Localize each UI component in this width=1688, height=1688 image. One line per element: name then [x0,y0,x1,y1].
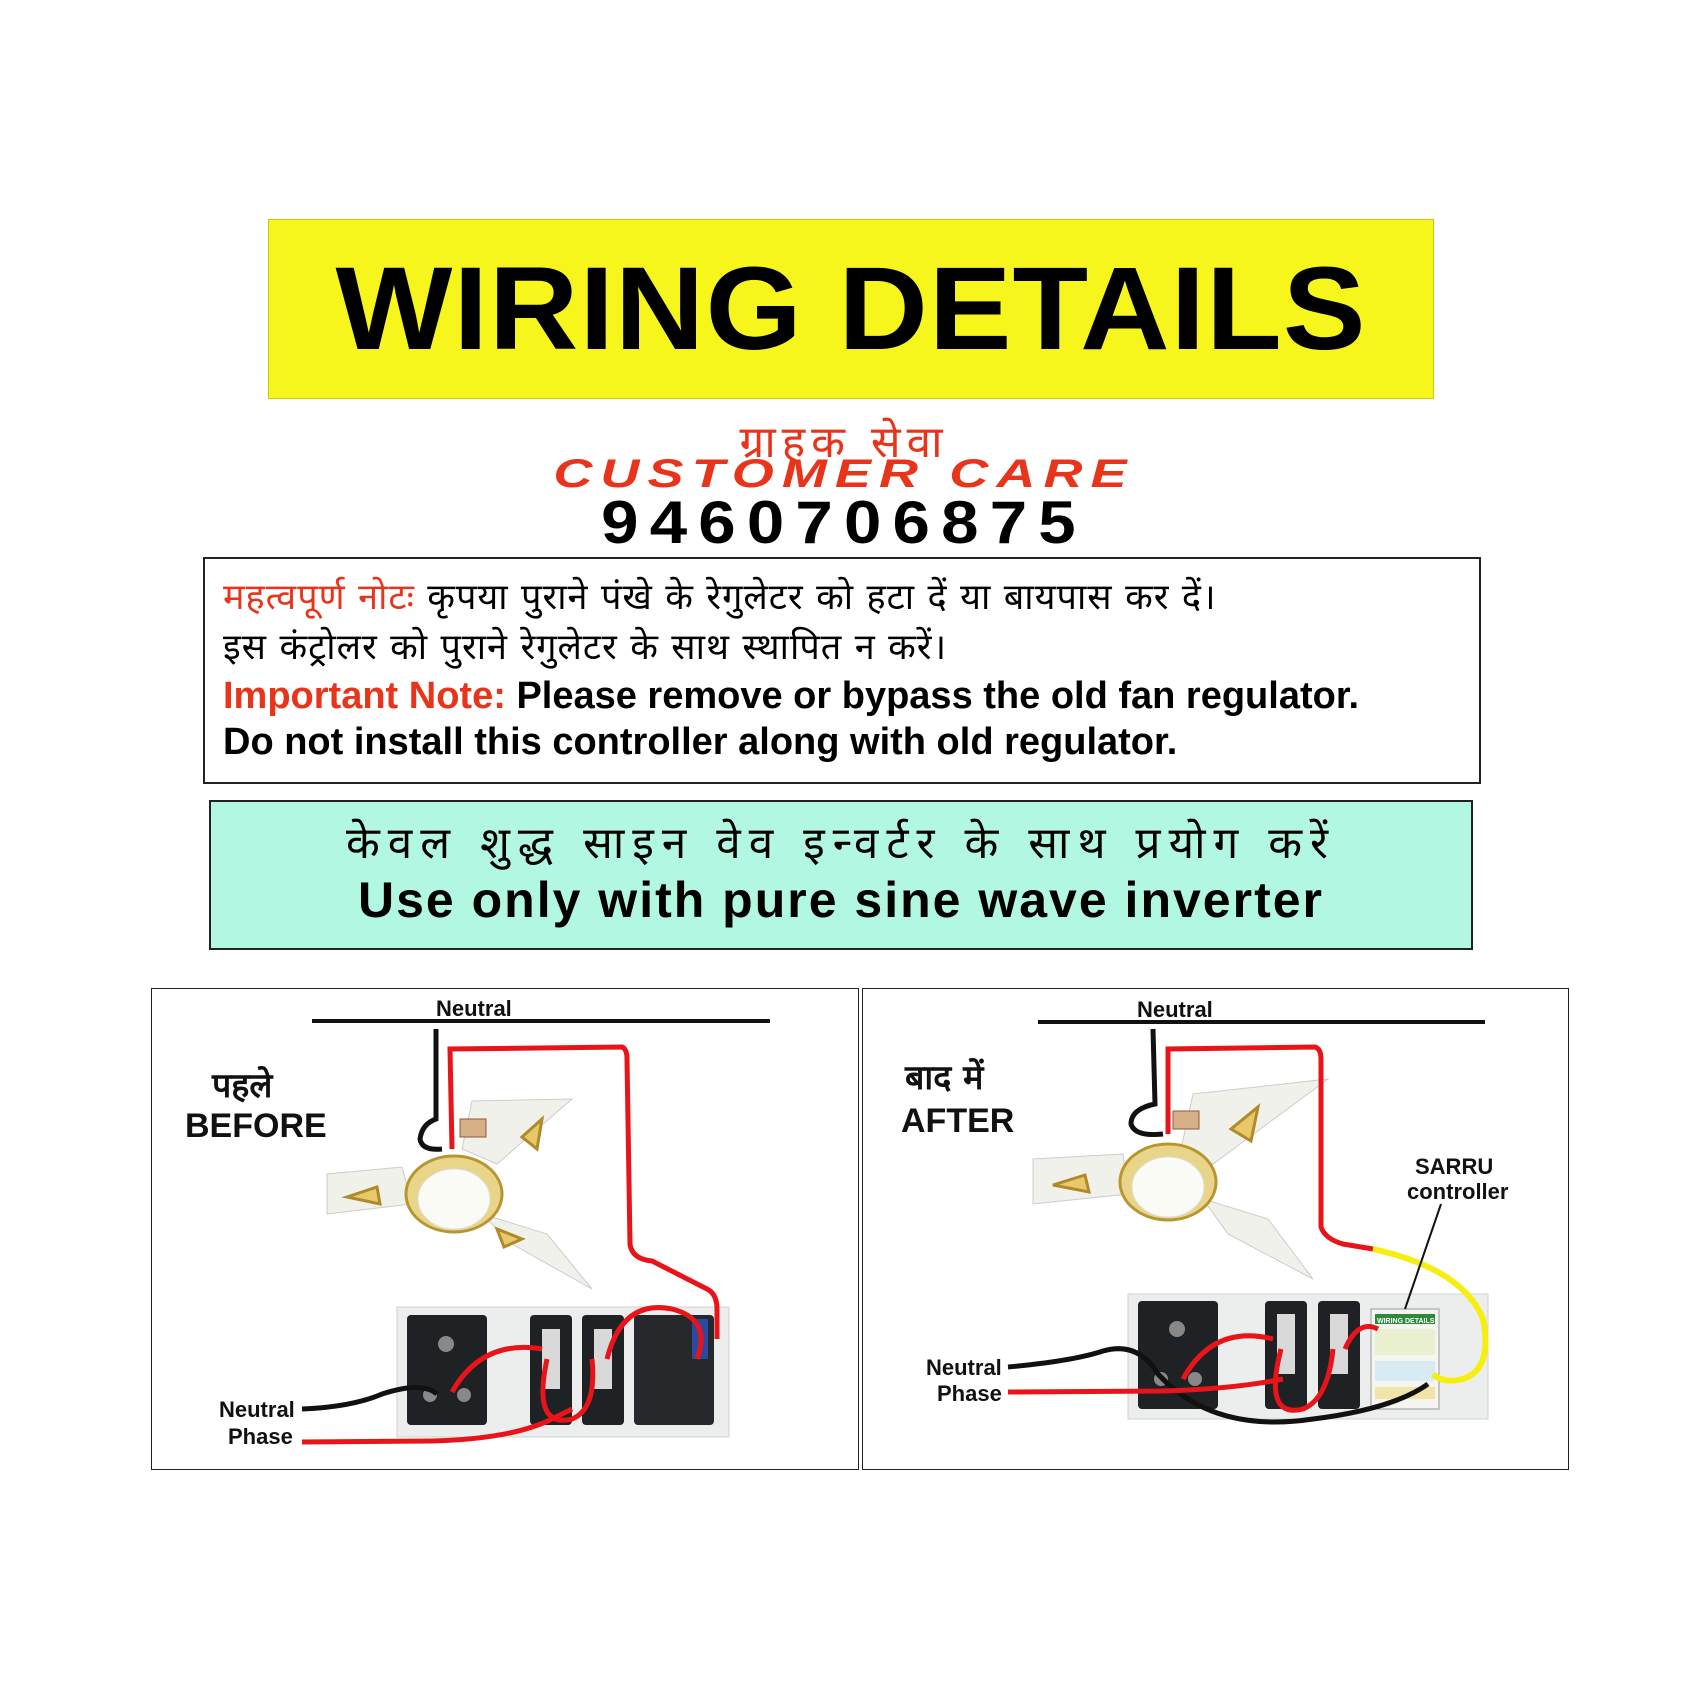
neutral-top-label: Neutral [1137,997,1213,1022]
neutral-top-label: Neutral [436,996,512,1021]
note-english-line2: Do not install this controller along wit… [223,721,1178,763]
after-wiring-diagram: Neutral बाद में AFTER W [901,997,1509,1425]
important-note-box: महत्वपूर्ण नोटः कृपया पुराने पंखे के रेग… [203,557,1481,784]
controller-label-line1: SARRU [1415,1154,1493,1179]
fan-phase-wire [447,1044,720,1339]
note-hindi-label: महत्वपूर्ण नोटः [223,577,415,618]
note-english-label: Important Note: [223,675,506,717]
customer-care-phone: 9460706875 [601,489,1087,556]
note-hindi-text1: कृपया पुराने पंखे के रेगुलेटर को हटा दें… [427,577,1217,618]
supply-phase-label: Phase [228,1424,293,1449]
before-hindi-label: पहले [211,1065,274,1106]
before-label: BEFORE [185,1107,327,1145]
note-hindi-line1: महत्वपूर्ण नोटः कृपया पुराने पंखे के रेग… [223,573,1461,623]
note-english-line1: Important Note: Please remove or bypass … [223,673,1461,719]
customer-care-label: CUSTOMER CARE [553,452,1135,496]
customer-care-hindi: ग्राहक सेवा [739,417,949,468]
socket-jumper-wire [1180,1333,1274,1381]
switch-loop-wire-2 [604,1305,704,1360]
supply-neutral-label: Neutral [926,1355,1002,1380]
controller-input-wire [1342,1324,1380,1351]
sine-wave-hindi: केवल शुद्ध साइन वेव इन्वर्टर के साथ प्रय… [345,818,1337,869]
ceiling-fan-image [326,1098,593,1290]
note-hindi-line2: इस कंट्रोलर को पुराने रेगुलेटर के साथ स्… [223,627,948,668]
ceiling-fan-image [1032,1078,1330,1280]
controller-output-wire [1372,1246,1489,1384]
fan-phase-wire [1165,1044,1374,1252]
note-english-text1: Please remove or bypass the old fan regu… [516,675,1360,717]
after-hindi-label: बाद में [904,1057,985,1098]
supply-neutral-wire [301,1385,439,1412]
sine-wave-english: Use only with pure sine wave inverter [358,872,1324,928]
title-banner: WIRING DETAILS [268,219,1434,399]
supply-phase-wire [301,1406,574,1445]
after-label: AFTER [901,1102,1014,1140]
supply-phase-label: Phase [937,1381,1002,1406]
device-label: WIRING DETAILS [1377,1318,1435,1325]
before-wiring-panel: Neutral पहले BEFORE [151,988,859,1470]
socket-jumper-wire [449,1344,543,1394]
fan-neutral-wire [1128,1028,1164,1137]
controller-neutral-wire [1007,1346,1430,1425]
switch-loop-wire-1 [540,1358,596,1423]
page-title: WIRING DETAILS [335,243,1367,375]
switch-board-image [396,1306,730,1438]
sarru-controller-device: WIRING DETAILS [1370,1308,1440,1410]
sine-wave-notice: केवल शुद्ध साइन वेव इन्वर्टर के साथ प्रय… [209,800,1473,950]
fan-neutral-wire [417,1029,443,1152]
controller-pointer-line [1404,1203,1442,1310]
supply-neutral-label: Neutral [219,1397,295,1422]
after-wiring-panel: Neutral बाद में AFTER W [862,988,1569,1470]
supply-phase-wire [1007,1376,1284,1395]
before-wiring-diagram: Neutral पहले BEFORE [185,996,770,1449]
controller-label-line2: controller [1407,1179,1509,1204]
